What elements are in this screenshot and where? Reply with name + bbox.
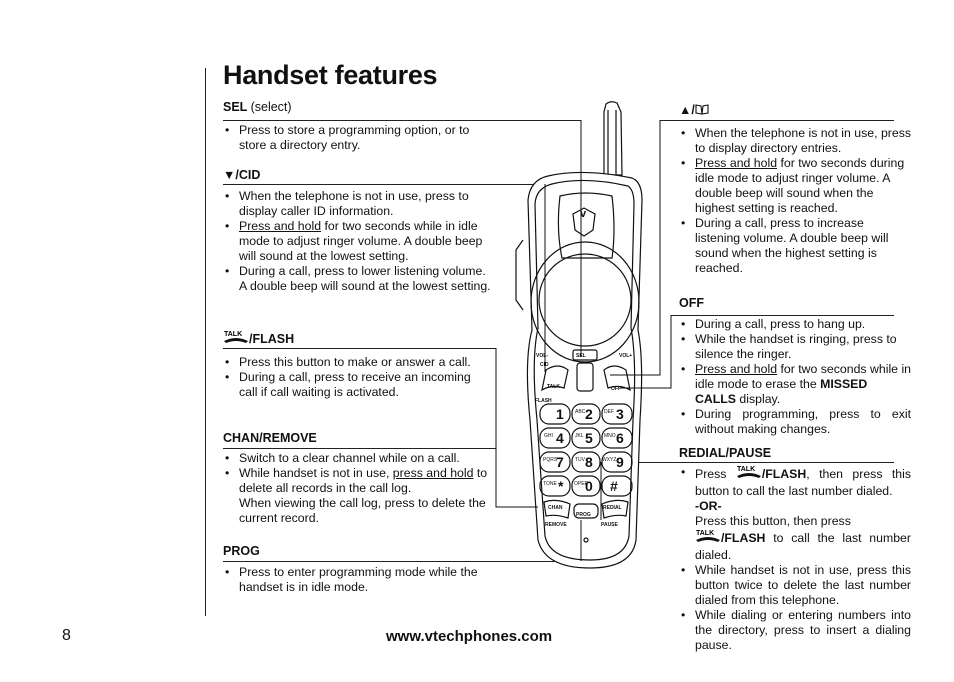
key-1: 1 xyxy=(556,406,564,422)
sel-heading: SEL (select) xyxy=(223,100,292,114)
list-item: Press to enter programming mode while th… xyxy=(223,565,491,595)
up-arrow-icon: ▲ xyxy=(679,103,692,117)
off-leader-line xyxy=(671,315,894,316)
key-letters: TUV xyxy=(575,457,585,463)
flash-bullets: Press this button to make or answer a ca… xyxy=(223,355,491,400)
key-5: 5 xyxy=(585,430,593,446)
list-item: Press to store a programming option, or … xyxy=(223,123,491,153)
key-letters: DEF xyxy=(604,409,614,415)
sel-bullets: Press to store a programming option, or … xyxy=(223,123,491,153)
redial-leader-line xyxy=(601,462,894,463)
talk-key-icon: TALK xyxy=(223,330,249,348)
key-9: 9 xyxy=(616,454,624,470)
sel-label: SEL xyxy=(576,353,586,359)
list-item: During a call, press to hang up. xyxy=(679,317,911,332)
list-item: During a call, press to receive an incom… xyxy=(223,370,491,400)
list-item: During a call, press to lower listening … xyxy=(223,264,491,294)
key-letters: OPER xyxy=(574,481,589,487)
key-letters: ABC xyxy=(575,409,586,415)
flash-heading: TALK /FLASH xyxy=(223,330,295,348)
key-0: 0 xyxy=(585,478,593,494)
redial-heading: REDIAL/PAUSE xyxy=(679,446,772,460)
footer-url[interactable]: www.vtechphones.com xyxy=(386,628,553,645)
chan-leader-line xyxy=(223,448,496,449)
list-item: During a call, press to increase listeni… xyxy=(679,216,911,276)
vtech-logo: v xyxy=(580,208,587,220)
page-number: 8 xyxy=(62,627,71,644)
updir-leader-line xyxy=(660,120,894,121)
key-star: * xyxy=(558,478,564,494)
cid-leader-line xyxy=(223,184,545,185)
chan-bullets: Switch to a clear channel while on a cal… xyxy=(223,451,491,526)
pause-label: PAUSE xyxy=(601,522,618,528)
prog-label: PROG xyxy=(576,512,591,518)
list-item: While handset is not in use, press and h… xyxy=(223,466,491,526)
list-item: When the telephone is not in use, press … xyxy=(223,189,491,219)
list-item: While dialing or entering numbers into t… xyxy=(679,608,911,653)
list-item: During programming, press to exit withou… xyxy=(679,407,911,437)
talk-label: TALK xyxy=(547,384,560,390)
list-item: Press this button to make or answer a ca… xyxy=(223,355,491,370)
list-item: While the handset is ringing, press to s… xyxy=(679,332,911,362)
key-7: 7 xyxy=(556,454,564,470)
key-letters: GHI xyxy=(544,433,553,439)
redial-label: REDIAL xyxy=(603,505,622,511)
cid-bullets: When the telephone is not in use, press … xyxy=(223,189,491,294)
remove-label: REMOVE xyxy=(545,522,567,528)
key-letters: WXYZ xyxy=(602,457,617,463)
handset-keypad: 1 ABC 2 DEF 3 GHI 4 JKL 5 MNO 6 PQRS 7 T… xyxy=(540,404,632,496)
off-bullets: During a call, press to hang up. While t… xyxy=(679,317,911,437)
flash-leader-line xyxy=(223,348,496,349)
key-letters: TONE xyxy=(543,481,557,487)
page-title: Handset features xyxy=(223,60,438,90)
key-4: 4 xyxy=(556,430,564,446)
key-2: 2 xyxy=(585,406,593,422)
sel-leader-line xyxy=(223,120,581,121)
directory-book-icon xyxy=(695,104,709,115)
list-item: Switch to a clear channel while on a cal… xyxy=(223,451,491,466)
handset-button-labels: SEL CID VOL- VOL+ TALK OFF FLASH CHAN PR… xyxy=(525,208,655,540)
key-6: 6 xyxy=(616,430,624,446)
updir-bullets: When the telephone is not in use, press … xyxy=(679,126,911,276)
key-letters: JKL xyxy=(575,433,584,439)
prog-heading: PROG xyxy=(223,544,260,558)
list-item: When the telephone is not in use, press … xyxy=(679,126,911,156)
chan-label: CHAN xyxy=(548,505,563,511)
key-8: 8 xyxy=(585,454,593,470)
list-item: Press and hold for two seconds during id… xyxy=(679,156,911,216)
list-item: While handset is not in use, press this … xyxy=(679,563,911,608)
svg-text:TALK: TALK xyxy=(737,466,755,473)
off-label: OFF xyxy=(611,386,621,392)
flash-label: FLASH xyxy=(535,398,552,404)
svg-text:TALK: TALK xyxy=(224,331,242,338)
key-hash: # xyxy=(610,478,618,494)
chan-heading: CHAN/REMOVE xyxy=(223,431,317,445)
vol-plus-label: VOL+ xyxy=(619,353,633,359)
prog-leader-line xyxy=(223,561,581,562)
off-heading: OFF xyxy=(679,296,704,310)
svg-text:TALK: TALK xyxy=(696,530,714,537)
cid-heading: ▼/CID xyxy=(223,168,261,182)
key-letters: MNO xyxy=(604,433,616,439)
left-margin-rule xyxy=(205,68,206,616)
talk-key-icon: TALK xyxy=(695,529,721,548)
prog-bullets: Press to enter programming mode while th… xyxy=(223,565,491,595)
key-3: 3 xyxy=(616,406,624,422)
key-letters: PQRS xyxy=(543,457,558,463)
talk-key-icon: TALK xyxy=(736,465,762,484)
redial-bullets: Press TALK/FLASH, then press this button… xyxy=(679,465,911,653)
vol-minus-label: VOL- xyxy=(536,353,548,359)
list-item: Press and hold for two seconds while in … xyxy=(223,219,491,264)
updir-heading: ▲/📖 ▲/ xyxy=(679,103,709,117)
list-item: Press TALK/FLASH, then press this button… xyxy=(679,465,911,563)
list-item: Press and hold for two seconds while in … xyxy=(679,362,911,407)
cid-label: CID xyxy=(540,362,549,368)
